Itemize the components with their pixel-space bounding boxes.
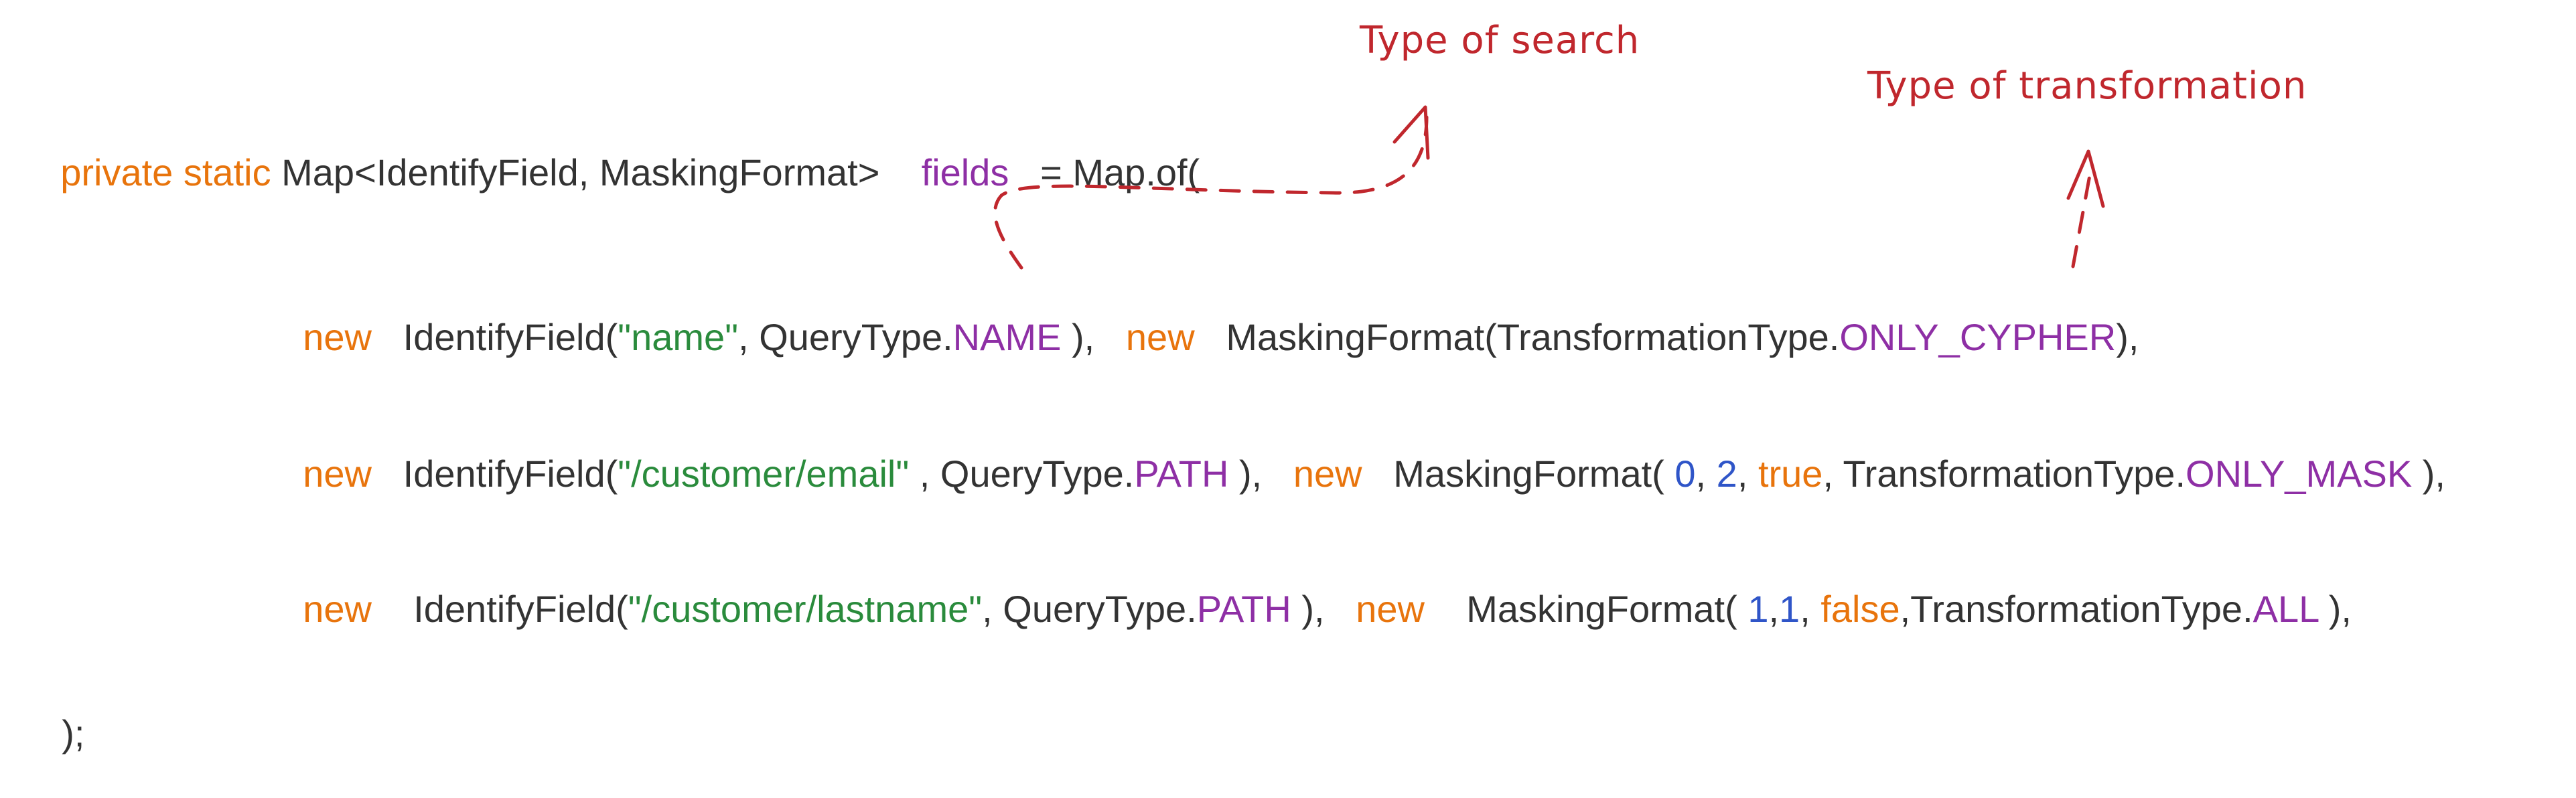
query-type-prefix: , QueryType.: [909, 453, 1135, 495]
arrow-transformation-dashed-line: [2071, 173, 2092, 268]
comma: ,: [1800, 588, 1810, 630]
identify-field-ctor: IdentifyField(: [403, 316, 618, 358]
string-literal: "name": [618, 316, 739, 358]
transformation-type-prefix: TransformationType.: [1843, 453, 2186, 495]
comma: ,: [1737, 453, 1748, 495]
code-line-email-entry: new IdentifyField("/customer/email" , Qu…: [261, 410, 2445, 538]
close-paren: ),: [1291, 588, 1325, 630]
transformation-all: ALL: [2252, 588, 2319, 630]
close-paren: ),: [1228, 453, 1263, 495]
keyword-private-static: private static: [60, 151, 271, 193]
keyword-new: new: [303, 453, 372, 495]
identify-field-ctor: IdentifyField(: [403, 453, 618, 495]
arrow-transformation-head: [2066, 149, 2105, 208]
code-line-closing: );: [20, 669, 84, 798]
close-paren: ),: [2318, 588, 2352, 630]
code-diagram: private static Map<IdentifyField, Maskin…: [19, 19, 2445, 754]
keyword-new: new: [1293, 453, 1362, 495]
annotation-type-of-search: Type of search: [1360, 19, 1640, 62]
fields-variable: fields: [921, 151, 1009, 193]
code-line-declaration: private static Map<IdentifyField, Maskin…: [19, 108, 1200, 237]
identify-field-ctor: IdentifyField(: [413, 588, 628, 630]
number-literal: 1: [1779, 588, 1800, 630]
number-literal: 2: [1716, 453, 1737, 495]
query-type-path: PATH: [1134, 453, 1229, 495]
string-literal: "/customer/lastname": [628, 588, 983, 630]
keyword-new: new: [303, 588, 372, 630]
code-line-name-entry: new IdentifyField("name", QueryType.NAME…: [261, 273, 2139, 402]
annotation-type-of-transformation: Type of transformation: [1867, 64, 2307, 108]
boolean-literal: false: [1820, 588, 1900, 630]
number-literal: 1: [1747, 588, 1769, 630]
close-paren: ),: [1061, 316, 1095, 358]
keyword-new: new: [303, 316, 372, 358]
comma: ,: [1822, 453, 1833, 495]
transformation-only-mask: ONLY_MASK: [2186, 453, 2413, 495]
arrow-search-head: [1392, 105, 1430, 160]
masking-format-ctor: MaskingFormat(: [1466, 588, 1737, 630]
string-literal: "/customer/email": [618, 453, 910, 495]
query-type-prefix: , QueryType.: [738, 316, 953, 358]
query-type-path: PATH: [1196, 588, 1291, 630]
query-type-prefix: , QueryType.: [982, 588, 1197, 630]
masking-format-ctor: MaskingFormat(: [1393, 453, 1664, 495]
masking-format-ctor: MaskingFormat(TransformationType.: [1226, 316, 1840, 358]
transformation-only-cypher: ONLY_CYPHER: [1839, 316, 2117, 358]
comma: ,: [1900, 588, 1911, 630]
closing-paren: );: [62, 712, 85, 754]
map-type: Map<IdentifyField, MaskingFormat>: [281, 151, 880, 193]
comma: ,: [1695, 453, 1707, 495]
keyword-new: new: [1356, 588, 1425, 630]
keyword-new: new: [1125, 316, 1195, 358]
close-paren: ),: [2116, 316, 2139, 358]
boolean-literal: true: [1758, 453, 1823, 495]
close-paren: ),: [2412, 453, 2445, 495]
comma: ,: [1768, 588, 1780, 630]
query-type-name: NAME: [952, 316, 1062, 358]
number-literal: 0: [1674, 453, 1696, 495]
transformation-type-prefix: TransformationType.: [1910, 588, 2253, 630]
code-line-lastname-entry: new IdentifyField("/customer/lastname", …: [261, 545, 2352, 673]
map-of-call: = Map.of(: [1040, 151, 1200, 193]
